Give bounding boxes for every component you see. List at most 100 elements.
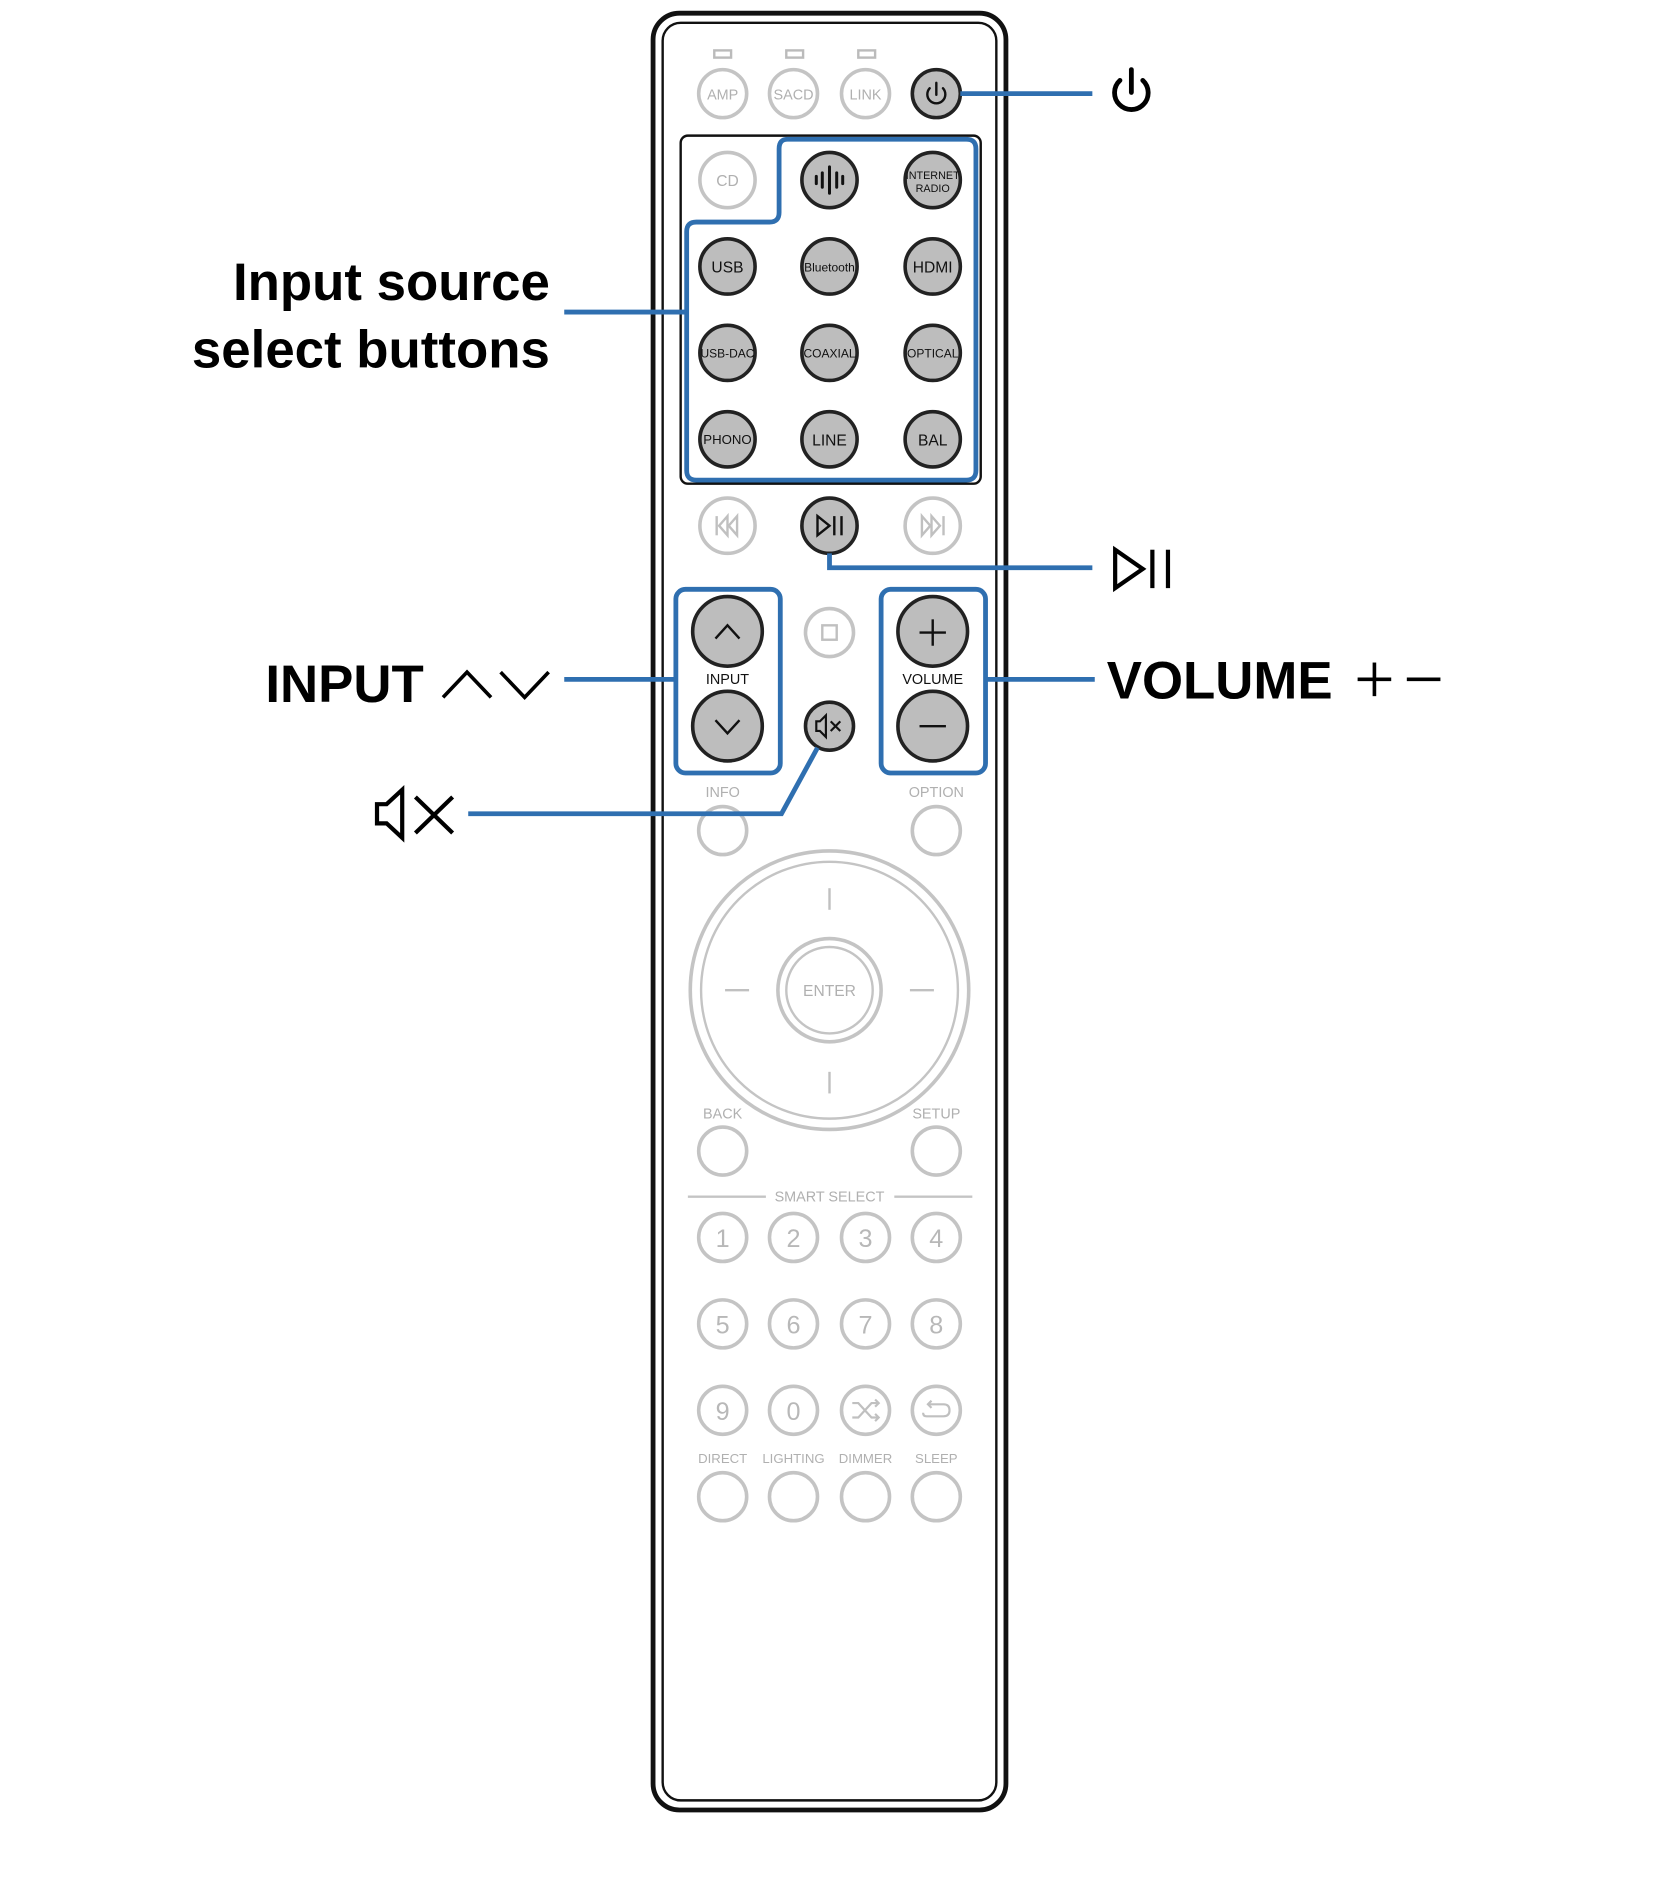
skip-back-button[interactable] bbox=[698, 496, 757, 556]
chevron-up-icon bbox=[714, 623, 741, 640]
number-button-4[interactable]: 4 bbox=[910, 1211, 963, 1264]
play-pause-leader bbox=[827, 553, 1093, 571]
input-source-callout-line2: select buttons bbox=[192, 320, 550, 379]
back-button[interactable] bbox=[696, 1125, 749, 1177]
number-label: 1 bbox=[716, 1225, 730, 1253]
bluetooth-button[interactable]: Bluetooth bbox=[800, 237, 859, 296]
line-button[interactable]: LINE bbox=[800, 409, 859, 469]
coaxial-button[interactable]: COAXIAL bbox=[800, 323, 859, 383]
usb-label: USB bbox=[711, 259, 743, 276]
cd-label: CD bbox=[716, 173, 739, 190]
number-label: 7 bbox=[858, 1311, 872, 1339]
volume-up-button[interactable] bbox=[896, 594, 970, 668]
play-pause-callout-icon bbox=[1113, 545, 1171, 593]
enter-button[interactable]: ENTER bbox=[776, 936, 883, 1044]
number-label: 2 bbox=[786, 1225, 800, 1253]
number-button-6[interactable]: 6 bbox=[767, 1298, 820, 1350]
number-button-7[interactable]: 7 bbox=[839, 1298, 892, 1350]
setup-label: SETUP bbox=[912, 1107, 960, 1123]
number-button-9[interactable]: 9 bbox=[696, 1384, 749, 1437]
smart-select-label: SMART SELECT bbox=[775, 1189, 885, 1205]
number-button-8[interactable]: 8 bbox=[910, 1298, 963, 1350]
back-label: BACK bbox=[703, 1107, 743, 1123]
dimmer-button[interactable] bbox=[839, 1470, 892, 1523]
cd-button[interactable]: CD bbox=[698, 150, 757, 210]
repeat-button[interactable] bbox=[910, 1384, 963, 1437]
indicator-lights bbox=[713, 49, 877, 59]
number-label: 5 bbox=[716, 1311, 730, 1339]
setup-button[interactable] bbox=[910, 1125, 963, 1177]
usb-dac-button[interactable]: USB-DAC bbox=[698, 323, 757, 383]
bal-label: BAL bbox=[918, 432, 948, 449]
shuffle-button[interactable] bbox=[839, 1384, 892, 1437]
option-label: OPTION bbox=[909, 785, 964, 801]
number-label: 0 bbox=[786, 1398, 800, 1426]
bal-button[interactable]: BAL bbox=[903, 409, 963, 469]
volume-symbols-callout-icon bbox=[1357, 662, 1441, 697]
input-up-button[interactable] bbox=[690, 594, 765, 668]
heos-icon bbox=[814, 165, 845, 195]
number-button-1[interactable]: 1 bbox=[696, 1211, 749, 1264]
lighting-label: LIGHTING bbox=[762, 1451, 824, 1466]
skip-back-icon bbox=[715, 512, 739, 539]
optical-label: OPTICAL bbox=[907, 347, 959, 361]
stop-button[interactable] bbox=[803, 606, 856, 659]
number-button-3[interactable]: 3 bbox=[839, 1211, 892, 1264]
optical-button[interactable]: OPTICAL bbox=[903, 323, 963, 383]
internet-radio-label-1: INTERNET bbox=[906, 170, 960, 182]
mute-callout-icon bbox=[374, 784, 455, 843]
stop-icon bbox=[821, 624, 838, 641]
number-label: 8 bbox=[929, 1311, 943, 1339]
number-button-2[interactable]: 2 bbox=[767, 1211, 820, 1264]
number-label: 3 bbox=[858, 1225, 872, 1253]
repeat-icon bbox=[922, 1399, 951, 1418]
input-callout-label: INPUT bbox=[265, 655, 423, 714]
number-label: 9 bbox=[716, 1398, 730, 1426]
hdmi-button[interactable]: HDMI bbox=[903, 237, 963, 296]
enter-label: ENTER bbox=[803, 983, 856, 1000]
sacd-button[interactable]: SACD bbox=[767, 67, 820, 120]
mute-icon bbox=[815, 712, 842, 740]
skip-forward-button[interactable] bbox=[903, 496, 963, 556]
mute-leader bbox=[468, 746, 820, 817]
sacd-label: SACD bbox=[773, 88, 813, 104]
sleep-label: SLEEP bbox=[915, 1451, 958, 1466]
callout-lines bbox=[468, 91, 1095, 817]
power-button[interactable] bbox=[910, 67, 963, 120]
direct-button[interactable] bbox=[696, 1470, 749, 1523]
link-button[interactable]: LINK bbox=[839, 67, 892, 120]
coaxial-label: COAXIAL bbox=[803, 347, 855, 361]
volume-callout-label: VOLUME bbox=[1107, 652, 1333, 711]
plus-icon bbox=[919, 619, 946, 646]
input-down-button[interactable] bbox=[690, 689, 765, 763]
bluetooth-label: Bluetooth bbox=[804, 260, 855, 274]
info-button[interactable] bbox=[696, 804, 749, 857]
hdmi-label: HDMI bbox=[913, 259, 953, 276]
heos-button[interactable] bbox=[800, 150, 859, 210]
input-source-highlight bbox=[684, 136, 979, 483]
info-label: INFO bbox=[705, 785, 739, 801]
usb-dac-label: USB-DAC bbox=[700, 347, 754, 361]
mute-button[interactable] bbox=[803, 700, 856, 752]
chevron-down-icon bbox=[714, 719, 741, 736]
play-pause-button[interactable] bbox=[800, 496, 859, 556]
number-label: 4 bbox=[929, 1225, 943, 1253]
phono-label: PHONO bbox=[703, 432, 751, 447]
option-button[interactable] bbox=[910, 804, 963, 857]
phono-button[interactable]: PHONO bbox=[698, 409, 757, 469]
input-remote-label: INPUT bbox=[706, 672, 749, 688]
skip-forward-icon bbox=[920, 512, 945, 539]
number-label: 6 bbox=[786, 1311, 800, 1339]
number-button-5[interactable]: 5 bbox=[696, 1298, 749, 1350]
internet-radio-button[interactable]: INTERNET RADIO bbox=[903, 150, 963, 210]
dimmer-label: DIMMER bbox=[839, 1451, 892, 1466]
number-button-0[interactable]: 0 bbox=[767, 1384, 820, 1437]
amp-button[interactable]: AMP bbox=[696, 67, 749, 120]
power-callout-icon bbox=[1112, 67, 1151, 112]
amp-label: AMP bbox=[707, 88, 738, 104]
volume-down-button[interactable] bbox=[896, 689, 970, 763]
sleep-button[interactable] bbox=[910, 1470, 963, 1523]
lighting-button[interactable] bbox=[767, 1470, 820, 1523]
usb-button[interactable]: USB bbox=[698, 237, 757, 296]
